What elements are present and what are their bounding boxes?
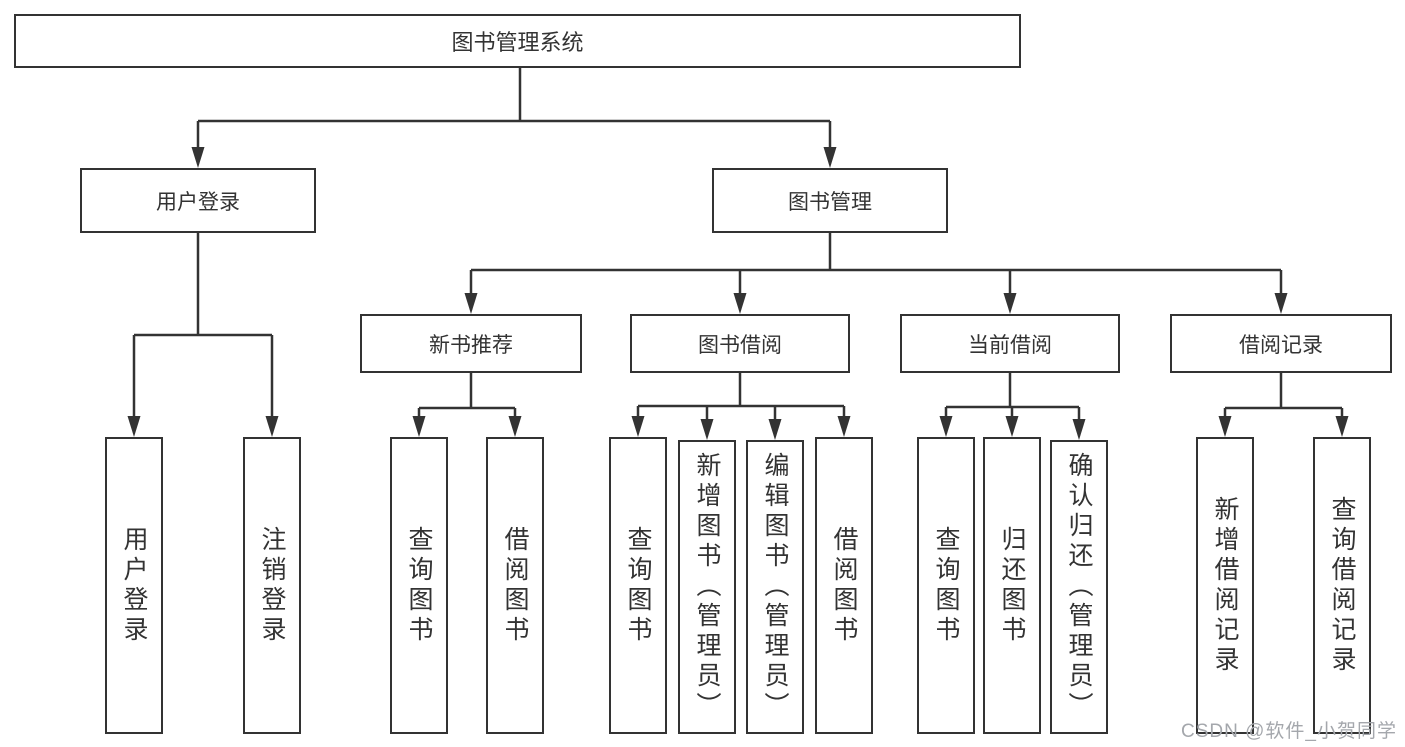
arrowheads: [127, 147, 1349, 440]
node-library-management-system: 图书管理系统: [14, 14, 1021, 68]
leaf-borrow-add-book-admin: 新增图书（管理员）: [678, 440, 736, 734]
node-book-borrow: 图书借阅: [630, 314, 850, 373]
node-book-management: 图书管理: [712, 168, 948, 233]
csdn-watermark: CSDN @软件_小贺同学: [1181, 721, 1397, 742]
leaf-records-query-record: 查询借阅记录: [1313, 437, 1371, 734]
leaf-records-query-record-label: 查询借阅记录: [1328, 495, 1356, 676]
leaf-current-confirm-return-admin-label: 确认归还（管理员）: [1065, 452, 1093, 722]
leaf-recommend-query-books-label: 查询图书: [405, 525, 433, 646]
node-new-book-recommend: 新书推荐: [360, 314, 582, 373]
leaf-borrow-borrow-books-label: 借阅图书: [830, 525, 858, 646]
leaf-current-return-books-label: 归还图书: [998, 525, 1026, 646]
leaf-user-login: 用户登录: [105, 437, 163, 734]
leaf-borrow-query-books: 查询图书: [609, 437, 667, 734]
leaf-current-return-books: 归还图书: [983, 437, 1041, 734]
node-borrow-records: 借阅记录: [1170, 314, 1392, 373]
leaf-borrow-add-book-admin-label: 新增图书（管理员）: [693, 452, 721, 722]
leaf-borrow-query-books-label: 查询图书: [624, 525, 652, 646]
leaf-logout-label: 注销登录: [258, 525, 286, 646]
leaf-current-query-books-label: 查询图书: [932, 525, 960, 646]
leaf-borrow-borrow-books: 借阅图书: [815, 437, 873, 734]
leaf-current-query-books: 查询图书: [917, 437, 975, 734]
leaf-recommend-query-books: 查询图书: [390, 437, 448, 734]
leaf-recommend-borrow-books: 借阅图书: [486, 437, 544, 734]
leaf-borrow-edit-book-admin-label: 编辑图书（管理员）: [761, 452, 789, 722]
leaf-logout: 注销登录: [243, 437, 301, 734]
leaf-borrow-edit-book-admin: 编辑图书（管理员）: [746, 440, 804, 734]
leaf-user-login-label: 用户登录: [120, 525, 148, 646]
leaf-records-add-record-label: 新增借阅记录: [1211, 495, 1239, 676]
leaf-current-confirm-return-admin: 确认归还（管理员）: [1050, 440, 1108, 734]
node-current-borrow: 当前借阅: [900, 314, 1120, 373]
leaf-records-add-record: 新增借阅记录: [1196, 437, 1254, 734]
node-user-login: 用户登录: [80, 168, 316, 233]
leaf-recommend-borrow-books-label: 借阅图书: [501, 525, 529, 646]
